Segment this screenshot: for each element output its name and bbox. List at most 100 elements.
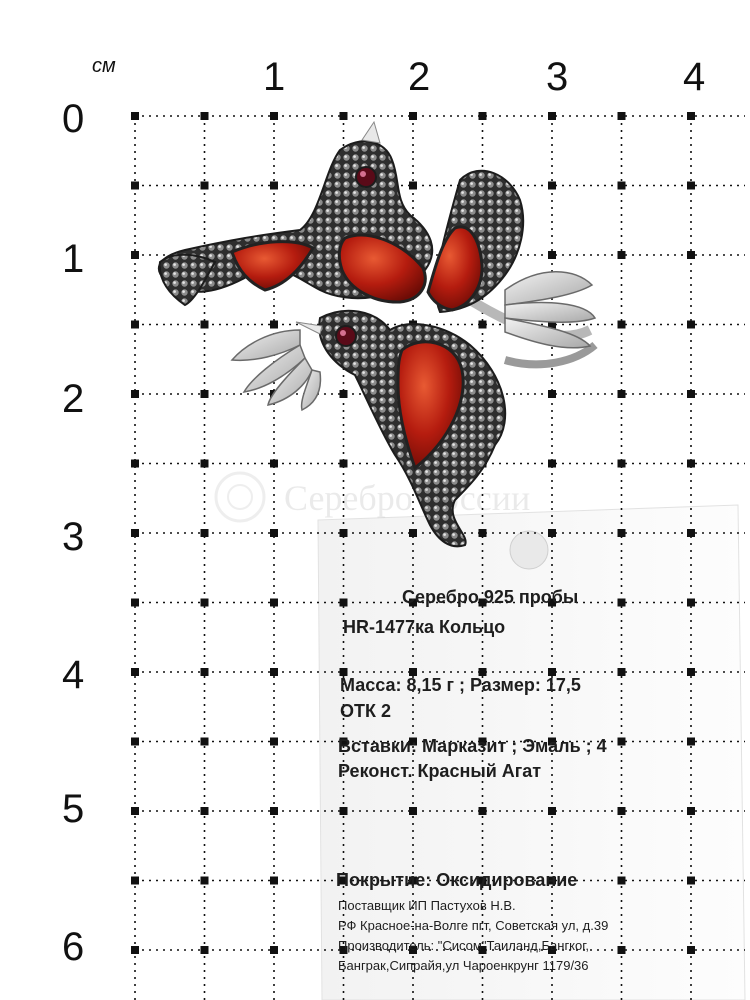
grid-node	[131, 251, 139, 259]
grid-node	[687, 876, 695, 885]
grid-node	[200, 807, 209, 815]
grid-node	[687, 946, 695, 954]
grid-node	[200, 320, 209, 329]
tag-supplier: Поставщик ИП Пастухов Н.В.	[338, 898, 516, 913]
grid-node	[687, 181, 695, 190]
grid-node	[687, 737, 695, 746]
grid-node	[409, 181, 417, 190]
grid-node	[617, 181, 626, 190]
grid-node	[478, 320, 487, 329]
grid-node	[200, 112, 209, 120]
grid-node	[200, 668, 209, 676]
grid-node	[478, 529, 487, 537]
grid-node	[270, 459, 278, 468]
grid-node	[200, 459, 209, 468]
grid-node	[131, 668, 139, 676]
grid-node	[270, 668, 278, 676]
grid-node	[270, 320, 278, 329]
grid-node	[548, 251, 556, 259]
grid-node	[687, 529, 695, 537]
tag-stone: Реконст. Красный Агат	[338, 761, 542, 781]
grid-node	[687, 112, 695, 120]
grid-node	[200, 876, 209, 885]
grid-node	[131, 529, 139, 537]
grid-node	[270, 876, 278, 885]
grid-node	[617, 320, 626, 329]
grid-node	[548, 737, 556, 746]
grid-node	[270, 946, 278, 954]
grid-node	[548, 876, 556, 885]
grid-node	[131, 598, 139, 607]
grid-node	[270, 112, 278, 120]
grid-node	[200, 598, 209, 607]
row-label-6: 6	[62, 925, 84, 969]
row-label-2: 2	[62, 377, 84, 421]
grid-node	[339, 876, 348, 885]
grid-node	[200, 529, 209, 537]
grid-node	[339, 390, 348, 398]
grid-node	[339, 112, 348, 120]
row-label-1: 1	[62, 237, 84, 281]
row-label-4: 4	[62, 653, 84, 697]
watermark-text: Серебро России	[284, 478, 530, 518]
grid-node	[131, 390, 139, 398]
grid-node	[131, 112, 139, 120]
tag-manufacturer-address: Банграк,Сипрайя,ул Чароенкрунг 1179/36	[338, 958, 589, 973]
col-label-2: 2	[408, 55, 430, 99]
grid-node	[617, 807, 626, 815]
row-label-3: 3	[62, 515, 84, 559]
grid-node	[548, 529, 556, 537]
tag-article: HR-1477ка Кольцо	[343, 617, 506, 637]
grid-node	[548, 459, 556, 468]
grid-node	[548, 112, 556, 120]
grid-node	[200, 946, 209, 954]
col-label-4: 4	[683, 55, 705, 99]
grid-node	[478, 112, 487, 120]
grid-node	[617, 529, 626, 537]
row-label-0: 0	[62, 97, 84, 141]
grid-node	[339, 529, 348, 537]
grid-node	[270, 181, 278, 190]
grid-node	[131, 946, 139, 954]
grid-node	[339, 598, 348, 607]
grid-node	[478, 876, 487, 885]
col-label-1: 1	[263, 55, 285, 99]
grid-node	[617, 737, 626, 746]
grid-node	[617, 251, 626, 259]
unit-label: см	[92, 55, 116, 77]
grid-node	[617, 876, 626, 885]
grid-node	[478, 668, 487, 676]
grid-node	[270, 598, 278, 607]
grid-node	[548, 390, 556, 398]
grid-node	[409, 876, 417, 885]
tag-coating: Покрытие: Оксидирование	[336, 870, 578, 890]
grid-node	[409, 529, 417, 537]
grid-node	[687, 598, 695, 607]
grid-node	[339, 668, 348, 676]
grid-node	[409, 112, 417, 120]
grid-node	[409, 668, 417, 676]
grid-node	[409, 946, 417, 954]
grid-node	[548, 598, 556, 607]
grid-node	[617, 112, 626, 120]
grid-node	[548, 320, 556, 329]
grid-node	[617, 459, 626, 468]
grid-node	[409, 737, 417, 746]
grid-node	[270, 807, 278, 815]
watermark-logo	[214, 471, 266, 523]
grid-node	[478, 946, 487, 954]
grid-node	[131, 737, 139, 746]
grid-node	[617, 946, 626, 954]
grid-node	[478, 598, 487, 607]
grid-node	[200, 390, 209, 398]
price-tag-paper	[317, 504, 746, 1000]
grid-node	[548, 807, 556, 815]
tag-hole	[509, 530, 549, 570]
tag-address: РФ Красное-на-Волге пгт, Советская ул, д…	[338, 918, 609, 933]
grid-node	[687, 320, 695, 329]
grid-node	[270, 737, 278, 746]
grid-node	[339, 807, 348, 815]
tag-weight-size: Масса: 8,15 г ; Размер: 17,5	[340, 675, 581, 695]
